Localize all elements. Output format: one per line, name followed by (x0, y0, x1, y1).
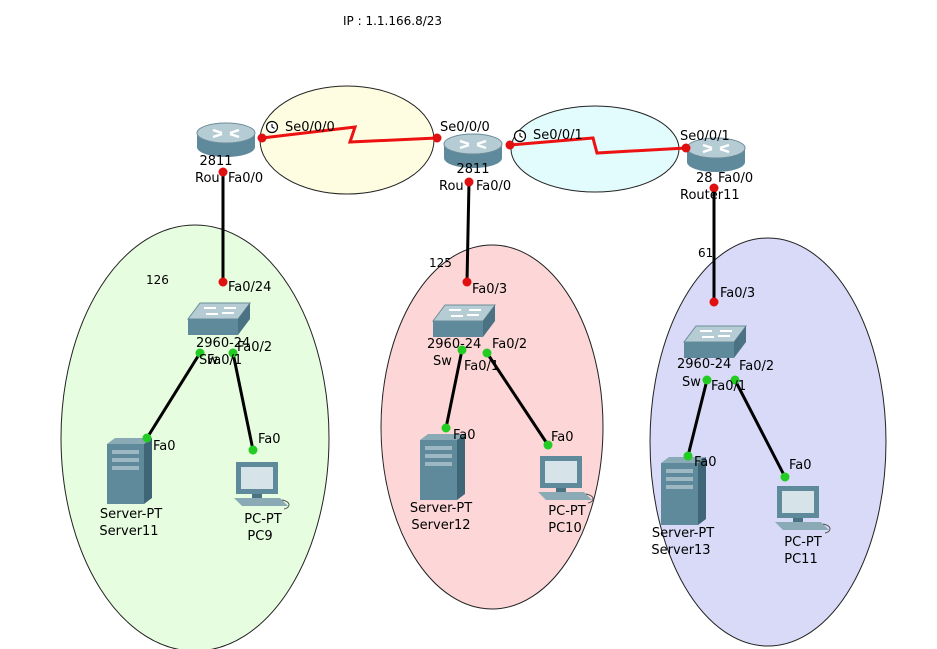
switch-right[interactable] (683, 325, 747, 358)
host-name-label: Server13 (651, 543, 711, 558)
serial-link-right[interactable] (509, 136, 687, 155)
host-name-label: PC11 (784, 552, 818, 567)
port-label: Fa0/1 (711, 379, 747, 394)
port-label: Fa0/2 (492, 337, 528, 352)
link-left-switch-pc[interactable] (231, 352, 255, 451)
router-middle[interactable] (443, 133, 503, 168)
router-left[interactable] (196, 122, 256, 157)
port-label: Fa0/2 (739, 359, 775, 374)
pc-right[interactable] (775, 486, 831, 534)
router-right[interactable] (686, 137, 746, 172)
port-label: Fa0/2 (237, 340, 273, 355)
switch-model-label: 2960-24 (677, 357, 732, 372)
segment-hosts-left: 126 (146, 273, 169, 287)
host-name-label: PC10 (548, 521, 582, 536)
switch-name-label: Sw (433, 354, 452, 369)
port-label-uplink: Fa0/3 (472, 282, 508, 297)
port-label: Fa0 (789, 458, 812, 473)
segment-hosts-middle: 125 (429, 256, 452, 270)
clock-icon (265, 120, 279, 134)
port-label-serial: Se0/0/1 (533, 128, 583, 143)
pc-left[interactable] (234, 462, 290, 510)
link-left-switch-server[interactable] (145, 352, 202, 439)
router-name-label: Rou (439, 179, 464, 194)
host-type-label: PC-PT (548, 504, 586, 519)
port-label: Fa0 (694, 455, 717, 470)
host-name-label: PC9 (247, 529, 273, 544)
host-name-label: Server12 (411, 518, 471, 533)
router-model-label: 2811 (199, 154, 233, 169)
segment-hosts-right: 61 (698, 246, 714, 260)
port-label-fa: Fa0/0 (718, 171, 754, 186)
server-right[interactable] (661, 457, 706, 525)
router-model-label: 28 (696, 171, 713, 186)
host-type-label: Server-PT (651, 526, 715, 541)
router-model-label: 2811 (456, 162, 490, 177)
network-zone-left-lan (60, 224, 330, 649)
port-label: Fa0 (551, 430, 574, 445)
port-label-fa: Fa0/0 (228, 171, 264, 186)
port-label-uplink: Fa0/3 (720, 286, 756, 301)
port-label-uplink: Fa0/24 (228, 280, 272, 295)
switch-model-label: 2960-24 (427, 337, 482, 352)
router-name-label: Router11 (680, 188, 740, 203)
ip-note: IP : 1.1.166.8/23 (343, 14, 443, 28)
switch-model-label: 2960-24 (196, 336, 251, 351)
host-type-label: PC-PT (784, 535, 822, 550)
host-type-label: Server-PT (409, 501, 473, 516)
switch-left[interactable] (187, 302, 251, 335)
switch-middle[interactable] (432, 304, 496, 337)
router-name-label: Rou (195, 171, 220, 186)
port-label: Fa0 (153, 439, 176, 454)
pc-middle[interactable] (538, 456, 594, 504)
port-label-serial: Se0/0/1 (680, 129, 730, 144)
link-mid-switch-server[interactable] (444, 349, 464, 429)
port-label: Fa0/1 (207, 353, 243, 368)
switch-name-label: Sw (682, 375, 701, 390)
port-label-serial: Se0/0/0 (440, 120, 490, 135)
link-right-switch-server[interactable] (686, 379, 709, 457)
host-type-label: Server-PT (99, 507, 163, 522)
port-label-serial: Se0/0/0 (285, 120, 335, 135)
host-type-label: PC-PT (244, 512, 282, 527)
server-middle[interactable] (420, 434, 465, 500)
link-status-indicators (142, 133, 790, 482)
switch-name-label: Sw (199, 353, 218, 368)
port-label: Fa0 (453, 428, 476, 443)
link-right-switch-pc[interactable] (733, 379, 787, 478)
port-label-fa: Fa0/0 (476, 179, 512, 194)
server-left[interactable] (107, 438, 152, 504)
host-name-label: Server11 (99, 524, 159, 539)
port-label: Fa0 (258, 432, 281, 447)
link-mid-switch-pc[interactable] (485, 352, 550, 446)
port-label: Fa0/1 (464, 359, 500, 374)
link-mid-router-switch[interactable] (465, 181, 471, 283)
network-zone-middle-lan (380, 244, 604, 610)
clock-icon (513, 129, 527, 143)
serial-link-left[interactable] (261, 125, 438, 144)
